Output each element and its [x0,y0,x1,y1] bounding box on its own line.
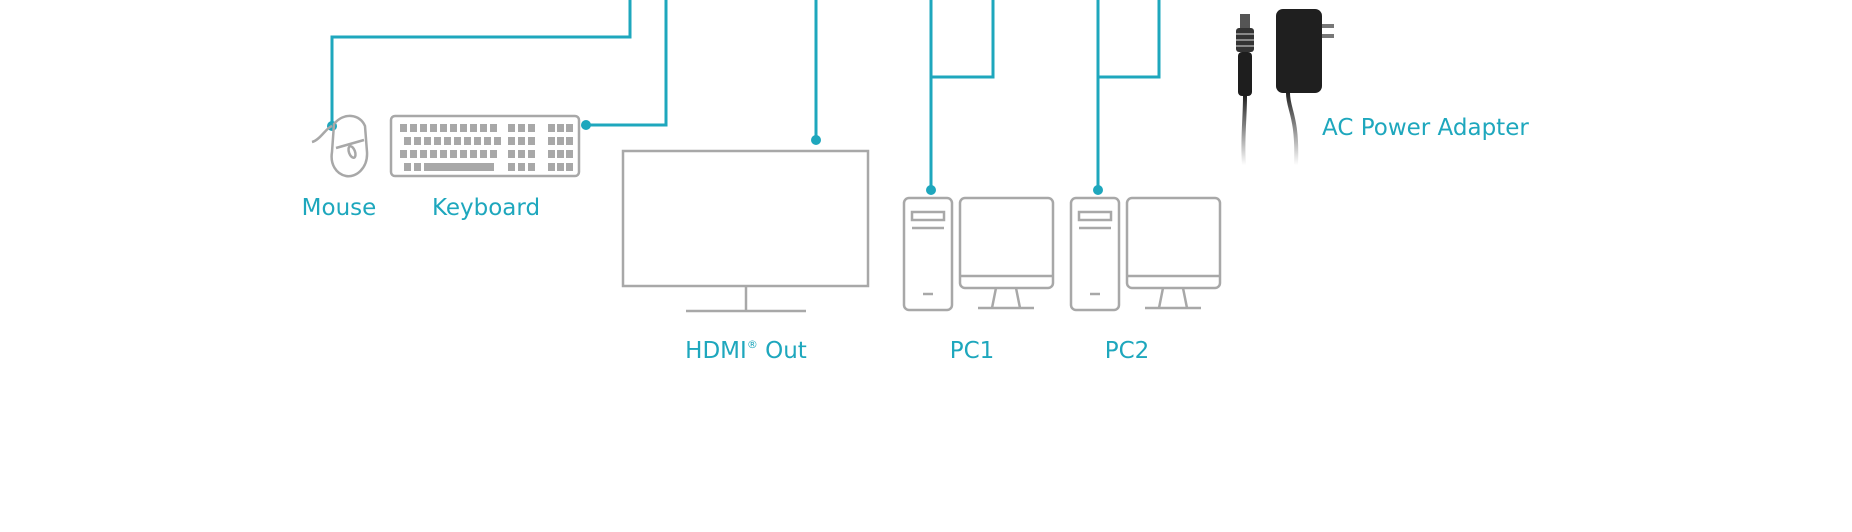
keyboard-key [420,124,427,132]
hdmi-cable-end [811,135,821,145]
keyboard-key [557,163,564,171]
keyboard-key [400,124,407,132]
keyboard-key [450,124,457,132]
keyboard-key [484,137,491,145]
keyboard-icon [389,114,581,178]
pc2-label: PC2 [1105,338,1150,364]
ac-power-adapter-icon [1236,9,1334,166]
keyboard-key [430,150,437,158]
keyboard-key [548,124,555,132]
ac-power-adapter-label: AC Power Adapter [1322,115,1529,141]
keyboard-key [434,137,441,145]
pc1-cable-b [931,0,995,79]
keyboard-key [420,150,427,158]
pc1-label: PC1 [950,338,995,364]
keyboard-key [440,124,447,132]
pc2-icon [1069,196,1222,312]
keyboard-key [444,137,451,145]
keyboard-key [518,137,525,145]
keyboard-key [494,137,501,145]
keyboard-key [548,150,555,158]
pc2-cable-b [1098,0,1161,79]
mouse-cable [330,0,632,126]
keyboard-key [440,150,447,158]
keyboard-key [490,150,497,158]
keyboard-key [464,137,471,145]
keyboard-cable [586,0,668,127]
keyboard-key [548,163,555,171]
keyboard-key [414,137,421,145]
mouse-label: Mouse [302,195,377,221]
keyboard-key [508,150,515,158]
keyboard-key [460,124,467,132]
keyboard-key [470,124,477,132]
keyboard-key [557,150,564,158]
mouse-icon [311,114,369,178]
keyboard-key [424,137,431,145]
keyboard-key [518,124,525,132]
cables [327,0,1161,195]
keyboard-key [508,124,515,132]
keyboard-key [450,150,457,158]
keyboard-key [490,124,497,132]
keyboard-key [410,150,417,158]
keyboard-key [424,163,494,171]
keyboard-key [528,150,535,158]
keyboard-key [480,150,487,158]
keyboard-label: Keyboard [432,195,540,221]
keyboard-key [404,163,411,171]
keyboard-key [410,124,417,132]
keyboard-key [460,150,467,158]
keyboard-key [404,137,411,145]
keyboard-key [470,150,477,158]
keyboard-keys [400,124,573,171]
keyboard-cable-end [581,120,591,130]
keyboard-key [528,124,535,132]
keyboard-key [548,137,555,145]
pc1-icon [902,196,1055,312]
keyboard-key [518,163,525,171]
keyboard-key [518,150,525,158]
keyboard-key [400,150,407,158]
pc2-cable-end [1093,185,1103,195]
keyboard-key [474,137,481,145]
keyboard-key [557,137,564,145]
keyboard-key [508,163,515,171]
keyboard-key [528,163,535,171]
keyboard-key [566,137,573,145]
keyboard-key [414,163,421,171]
monitor-icon [621,149,870,313]
keyboard-key [566,163,573,171]
keyboard-key [528,137,535,145]
keyboard-key [430,124,437,132]
keyboard-key [508,137,515,145]
keyboard-key [557,124,564,132]
keyboard-key [566,124,573,132]
keyboard-key [566,150,573,158]
pc1-cable-end [926,185,936,195]
hdmi-out-label: HDMI® Out [685,338,807,364]
keyboard-key [480,124,487,132]
keyboard-key [454,137,461,145]
